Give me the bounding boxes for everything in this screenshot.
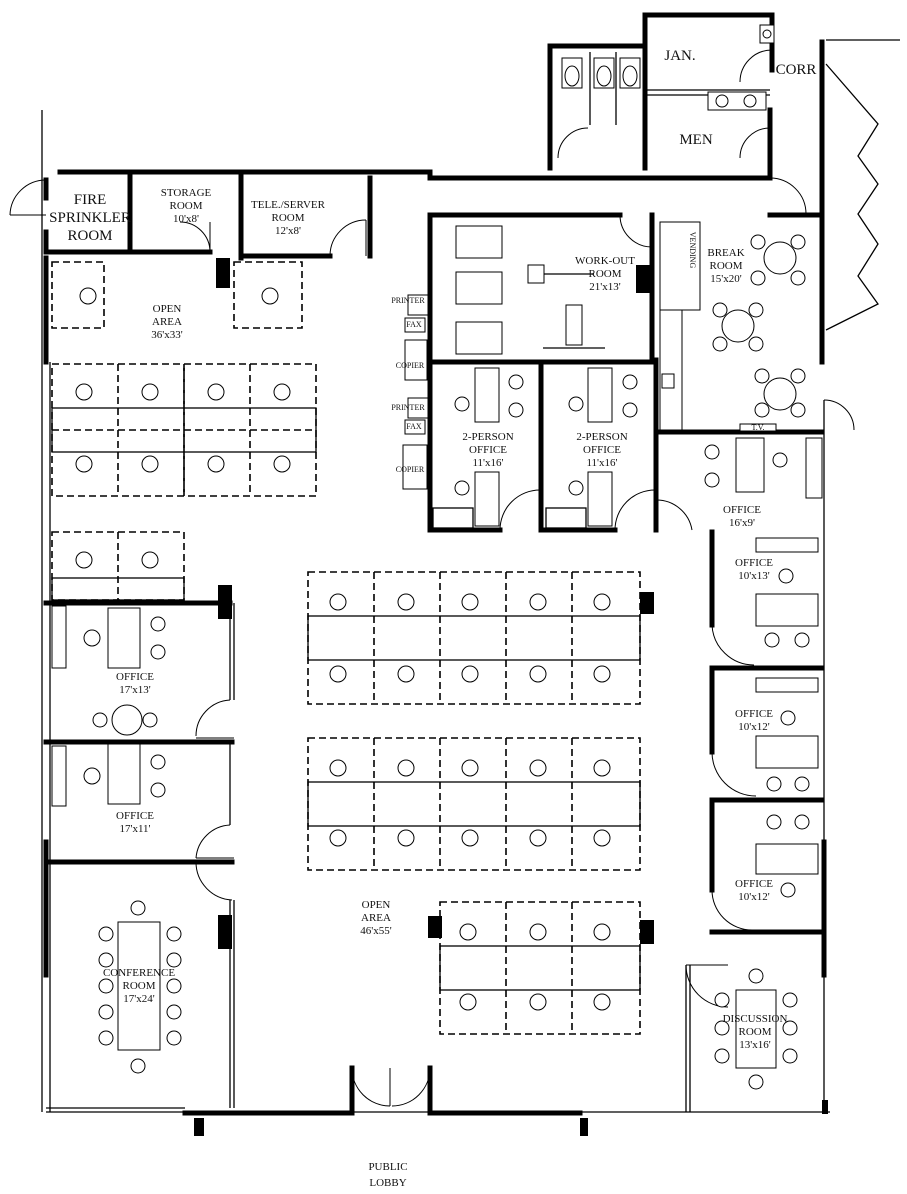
label-office-10x12-a-size: 10'x12' (738, 721, 769, 733)
label-office-10x13: OFFICE (735, 557, 773, 569)
label-discussion-1: DISCUSSION (723, 1013, 788, 1025)
doors (9, 49, 855, 1107)
room-labels: JAN. CORR MEN FIRE SPRINKLER ROOM STORAG… (49, 48, 816, 1189)
label-tele-2: ROOM (271, 212, 304, 224)
label-office-10x12-a: OFFICE (735, 708, 773, 720)
label-open-top-size: 36'x33' (151, 329, 182, 341)
label-open-main-2: AREA (361, 912, 391, 924)
label-corr: CORR (776, 62, 817, 78)
label-discussion-2: ROOM (738, 1026, 771, 1038)
label-office-10x12-b-size: 10'x12' (738, 891, 769, 903)
workstations (51, 261, 641, 1035)
label-conference-2: ROOM (122, 980, 155, 992)
conference-furniture (98, 900, 182, 1074)
label-office-10x13-size: 10'x13' (738, 570, 769, 582)
label-jan: JAN. (664, 48, 695, 64)
label-tele-size: 12'x8' (275, 225, 301, 237)
label-fire-1: FIRE (74, 192, 107, 208)
discussion-furniture (714, 968, 798, 1090)
label-2p-1-line1: 2-PERSON (462, 431, 513, 443)
columns (194, 258, 828, 1136)
label-storage-2: ROOM (169, 200, 202, 212)
label-printer-2: PRINTER (391, 403, 425, 412)
restroom-fixtures (561, 24, 775, 125)
label-open-top-2: AREA (152, 316, 182, 328)
label-fax-1: FAX (406, 320, 422, 329)
label-workout-1: WORK-OUT (575, 255, 635, 267)
label-office-17x11: OFFICE (116, 810, 154, 822)
label-copier-2: COPIER (396, 465, 425, 474)
label-office-17x13-size: 17'x13' (119, 684, 150, 696)
label-office-16x9-size: 16'x9' (729, 517, 755, 529)
label-fax-2: FAX (406, 422, 422, 431)
label-men: MEN (679, 132, 713, 148)
right-office-furniture (704, 437, 823, 898)
two-person-office-furniture (432, 367, 638, 529)
label-break-2: ROOM (709, 260, 742, 272)
label-office-16x9: OFFICE (723, 504, 761, 516)
label-workout-size: 21'x13' (589, 281, 620, 293)
label-2p-2-size: 11'x16' (586, 457, 617, 469)
label-open-main-size: 46'x55' (360, 925, 391, 937)
label-break-1: BREAK (707, 247, 744, 259)
label-conference-1: CONFERENCE (103, 967, 175, 979)
workout-equipment (402, 225, 605, 490)
left-office-furniture (51, 605, 166, 807)
label-2p-2-line2: OFFICE (583, 444, 621, 456)
label-storage-1: STORAGE (161, 187, 212, 199)
label-conference-size: 17'x24' (123, 993, 154, 1005)
label-2p-1-line2: OFFICE (469, 444, 507, 456)
label-vending: VENDING (688, 232, 697, 269)
label-workout-2: ROOM (588, 268, 621, 280)
label-copier-1: COPIER (396, 361, 425, 370)
label-open-main-1: OPEN (362, 899, 391, 911)
label-fire-3: ROOM (67, 228, 112, 244)
label-2p-1-size: 11'x16' (472, 457, 503, 469)
label-open-top-1: OPEN (153, 303, 182, 315)
break-furniture (659, 221, 806, 432)
label-lobby-1: PUBLIC (368, 1161, 407, 1173)
label-discussion-size: 13'x16' (739, 1039, 770, 1051)
label-tv: T.V. (751, 423, 764, 432)
label-storage-size: 10'x8' (173, 213, 199, 225)
label-printer-1: PRINTER (391, 296, 425, 305)
storefront-glazing (825, 63, 879, 331)
label-fire-2: SPRINKLER (49, 210, 131, 226)
exterior-walls (41, 12, 900, 1116)
label-tele-1: TELE./SERVER (251, 199, 326, 211)
label-office-17x13: OFFICE (116, 671, 154, 683)
label-office-17x11-size: 17'x11' (119, 823, 150, 835)
label-2p-2-line1: 2-PERSON (576, 431, 627, 443)
label-office-10x12-b: OFFICE (735, 878, 773, 890)
label-lobby-2: LOBBY (369, 1177, 406, 1189)
label-break-size: 15'x20' (710, 273, 741, 285)
